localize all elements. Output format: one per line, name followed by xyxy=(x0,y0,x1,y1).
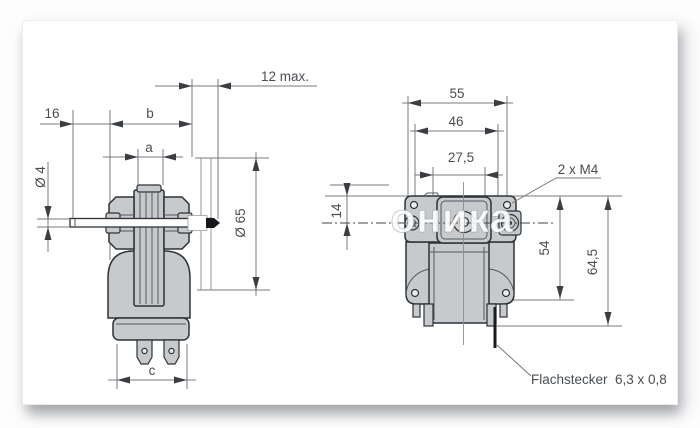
dim-label-shaft-dia: Ø 4 xyxy=(33,166,48,188)
dimension-lines xyxy=(37,79,622,389)
dim-label-b: b xyxy=(146,106,154,121)
coil-housing-front xyxy=(428,242,490,324)
shaft-tip xyxy=(206,218,220,228)
connector-note-leader xyxy=(496,344,532,377)
dim-label-64-5: 64,5 xyxy=(585,249,600,275)
base-plate xyxy=(112,317,190,341)
screw-note-label: 2 x M4 xyxy=(558,162,599,177)
dim-label-46: 46 xyxy=(448,114,463,129)
connector-note-label: Flachstecker 6,3 x 0,8 xyxy=(531,372,667,387)
overlays: оника xyxy=(322,177,601,377)
mounting-hole xyxy=(502,200,512,210)
motor-side-view xyxy=(69,158,220,365)
dim-label-14: 14 xyxy=(329,203,344,219)
dim-label-54: 54 xyxy=(537,240,552,256)
dim-label-12max: 12 max. xyxy=(261,69,309,84)
dim-label-a: a xyxy=(145,140,153,155)
foot-left xyxy=(423,303,434,327)
dimension-labels: 12 max. 16 b a Ø 4 Ø 65 c 55 46 27,5 2 x… xyxy=(33,69,667,387)
flat-connector-blade xyxy=(493,307,497,348)
dim-label-27-5: 27,5 xyxy=(448,150,474,165)
mounting-hole xyxy=(501,288,511,298)
dim-label-c: c xyxy=(149,363,156,378)
lamination-stack xyxy=(133,189,165,307)
mounting-hole xyxy=(410,288,420,298)
dim-label-body-dia: Ø 65 xyxy=(233,208,248,237)
dim-label-16: 16 xyxy=(44,106,59,121)
mounting-hole xyxy=(409,200,419,210)
shaft-collar xyxy=(187,215,208,231)
watermark: оника xyxy=(390,195,514,241)
screw-note-leader xyxy=(511,177,601,204)
dim-label-55: 55 xyxy=(449,86,464,101)
